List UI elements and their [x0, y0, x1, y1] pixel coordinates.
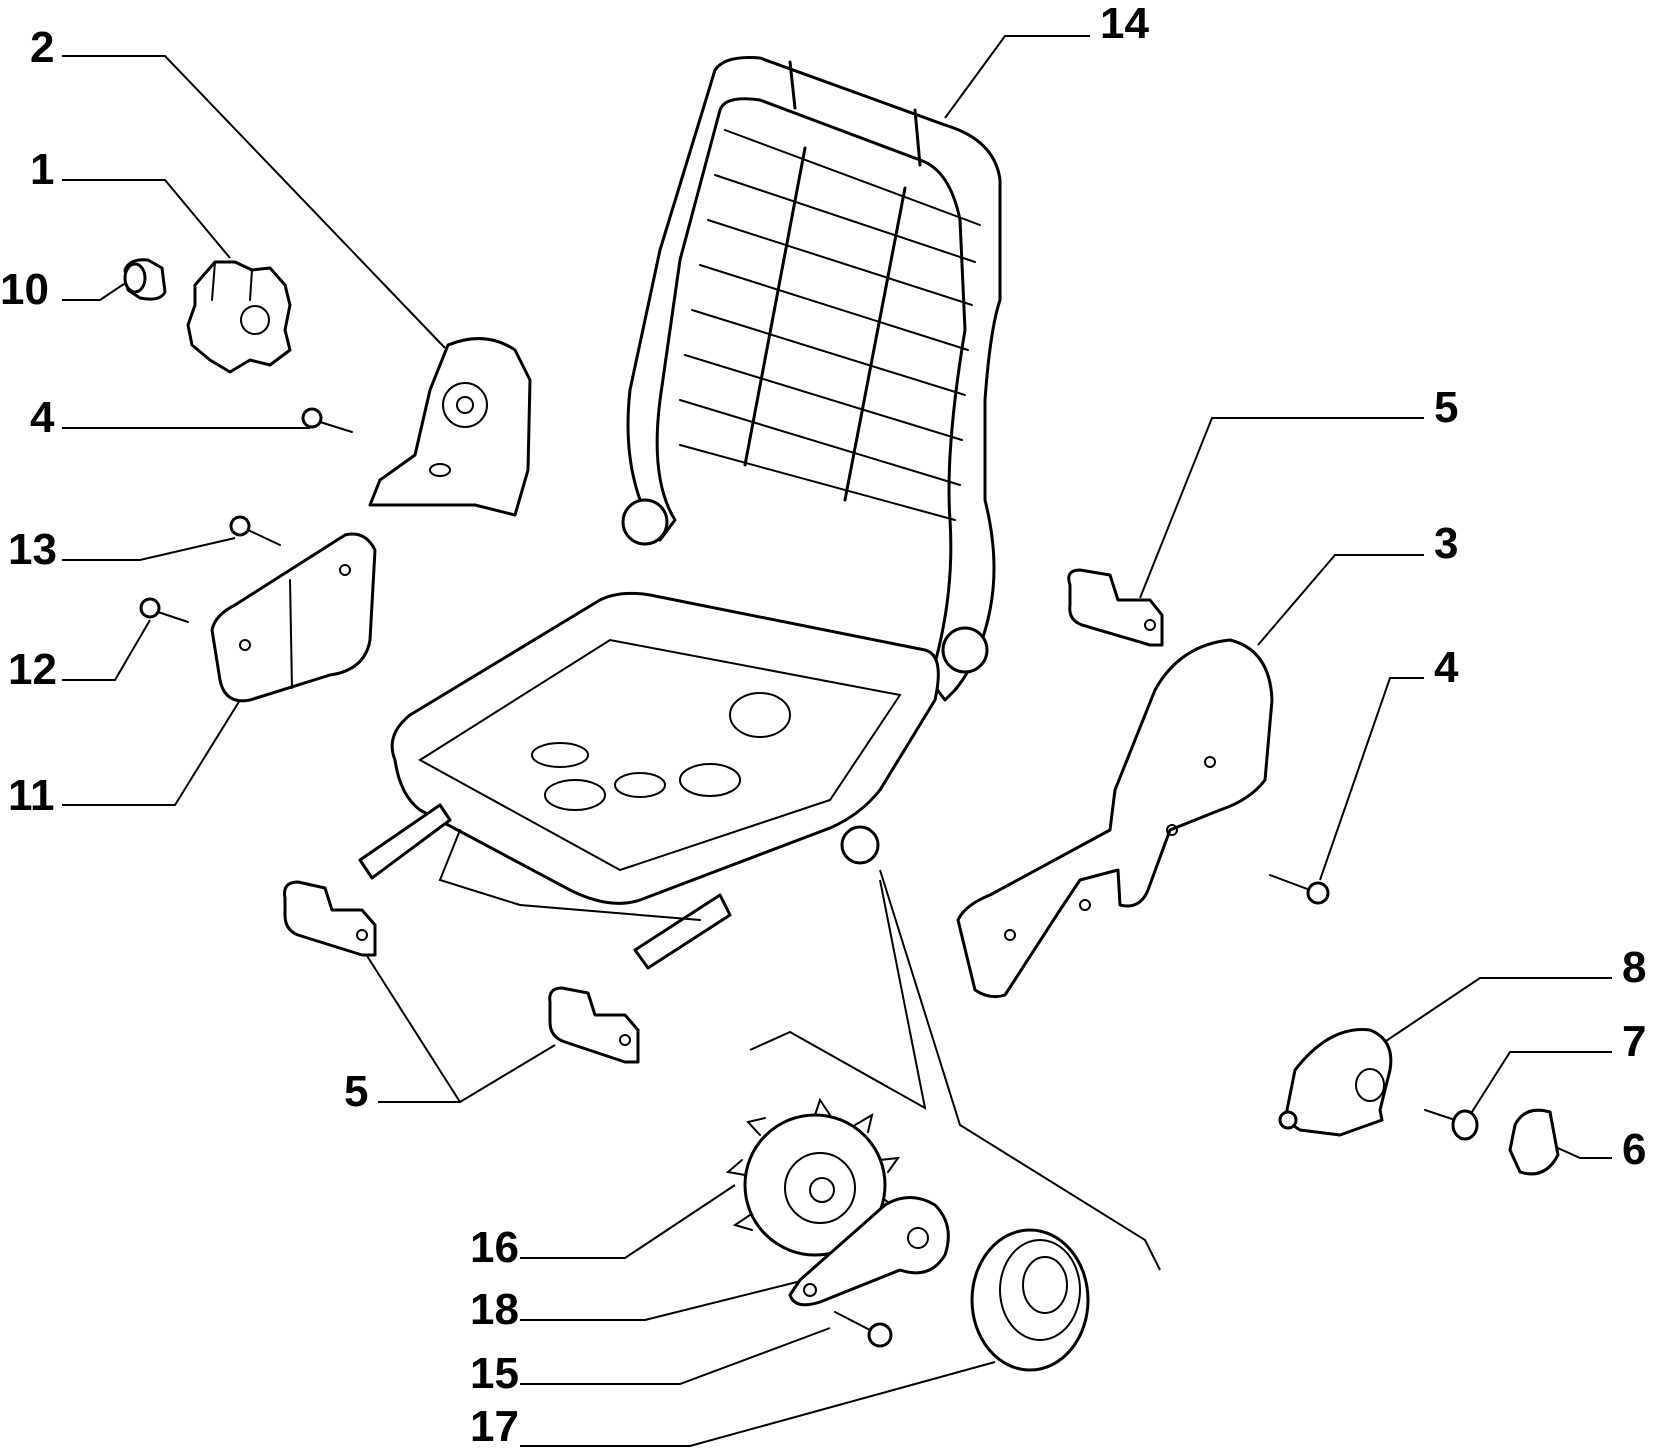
- leader-14: [944, 35, 1090, 119]
- callout-15: 15: [470, 1349, 519, 1398]
- part-7-pin: [1424, 1109, 1479, 1141]
- callout-3: 3: [1434, 519, 1459, 568]
- backrest-rod-left: [743, 146, 807, 467]
- backrest-slat-8: [679, 444, 956, 521]
- seat-base-inner: [418, 638, 902, 872]
- backrest-slat-5: [691, 309, 966, 396]
- part-5a-clip: [1067, 568, 1164, 647]
- part-12-screw: [139, 597, 189, 623]
- leader-10: [62, 279, 131, 301]
- seat-rail-left: [358, 803, 452, 880]
- leader-pinion-group-b: [879, 869, 1161, 1271]
- callout-5a: 5: [1434, 383, 1459, 432]
- callout-13: 13: [8, 525, 57, 574]
- part-15-bolt: [834, 1311, 893, 1348]
- callout-11: 11: [8, 771, 55, 820]
- leader-4b: [1319, 677, 1424, 881]
- seat-rail-right: [633, 893, 732, 970]
- callout-7: 7: [1622, 1017, 1647, 1066]
- callout-5b: 5: [344, 1067, 369, 1116]
- part-8-housing: [1278, 1028, 1393, 1137]
- leader-7: [1469, 1051, 1612, 1116]
- backrest-slat-4: [699, 264, 969, 351]
- part-1-knob: [186, 260, 292, 374]
- callout-8: 8: [1622, 943, 1647, 992]
- callout-10: 10: [0, 265, 49, 314]
- seat-base-frame: [390, 591, 940, 905]
- seat-bump-1: [544, 779, 606, 811]
- part-2-cover: [368, 337, 532, 517]
- backrest-slat-6: [684, 354, 963, 441]
- leader-pinion-group: [749, 879, 927, 1110]
- callout-2: 2: [30, 23, 55, 72]
- callout-14: 14: [1100, 0, 1149, 48]
- backrest-rod-right: [843, 186, 907, 502]
- backrest-slat-1: [724, 129, 981, 226]
- part-11-panel: [210, 532, 377, 703]
- leader-12: [62, 619, 151, 681]
- callout-1: 1: [30, 145, 55, 194]
- leader-2: [62, 55, 446, 349]
- leader-5b: [378, 1044, 556, 1103]
- seat-bump-5: [531, 742, 589, 768]
- callout-17: 17: [470, 1402, 519, 1451]
- callout-6: 6: [1622, 1125, 1647, 1174]
- seat-bump-4: [729, 692, 791, 738]
- leader-16: [520, 1184, 736, 1259]
- callout-12: 12: [8, 645, 57, 694]
- part-5b-clip-right: [548, 986, 640, 1064]
- leader-13: [62, 537, 236, 561]
- part-17-knob: [970, 1228, 1090, 1372]
- seat-front-bar: [438, 829, 701, 921]
- headrest-post-left: [788, 60, 797, 110]
- callout-4b: 4: [1434, 643, 1459, 692]
- leader-15: [520, 1327, 831, 1385]
- leader-3: [1257, 554, 1424, 646]
- leader-5a: [1139, 417, 1424, 599]
- recliner-hub-left: [621, 498, 669, 546]
- leader-18: [520, 1279, 806, 1321]
- backrest-slat-3: [707, 219, 973, 306]
- leader-17: [520, 1361, 996, 1447]
- part-18-arm: [788, 1196, 950, 1307]
- seat-bump-2: [614, 772, 666, 798]
- callout-16: 16: [470, 1223, 519, 1272]
- part-5b-clip-left: [283, 880, 377, 957]
- seat-bump-3: [679, 763, 741, 797]
- leader-5b-b: [361, 947, 461, 1103]
- part-13-screw: [229, 515, 281, 546]
- headrest-post-right: [913, 108, 922, 167]
- backrest-slat-7: [679, 399, 961, 486]
- part-6-cap: [1508, 1108, 1560, 1176]
- seat-frame-14: [358, 56, 1002, 970]
- recliner-hub-right: [941, 626, 989, 674]
- part-10-bushing: [123, 258, 167, 301]
- backrest-slat-2: [714, 174, 976, 263]
- part-4a-screw: [301, 407, 353, 433]
- part-3-cover: [956, 638, 1274, 999]
- part-4b-screw: [1269, 874, 1330, 905]
- leader-8: [1379, 977, 1612, 1046]
- pinion-hub: [840, 825, 880, 865]
- leader-11: [62, 699, 241, 806]
- callout-18: 18: [470, 1285, 519, 1334]
- callout-4a: 4: [30, 393, 55, 442]
- leader-1: [62, 179, 231, 259]
